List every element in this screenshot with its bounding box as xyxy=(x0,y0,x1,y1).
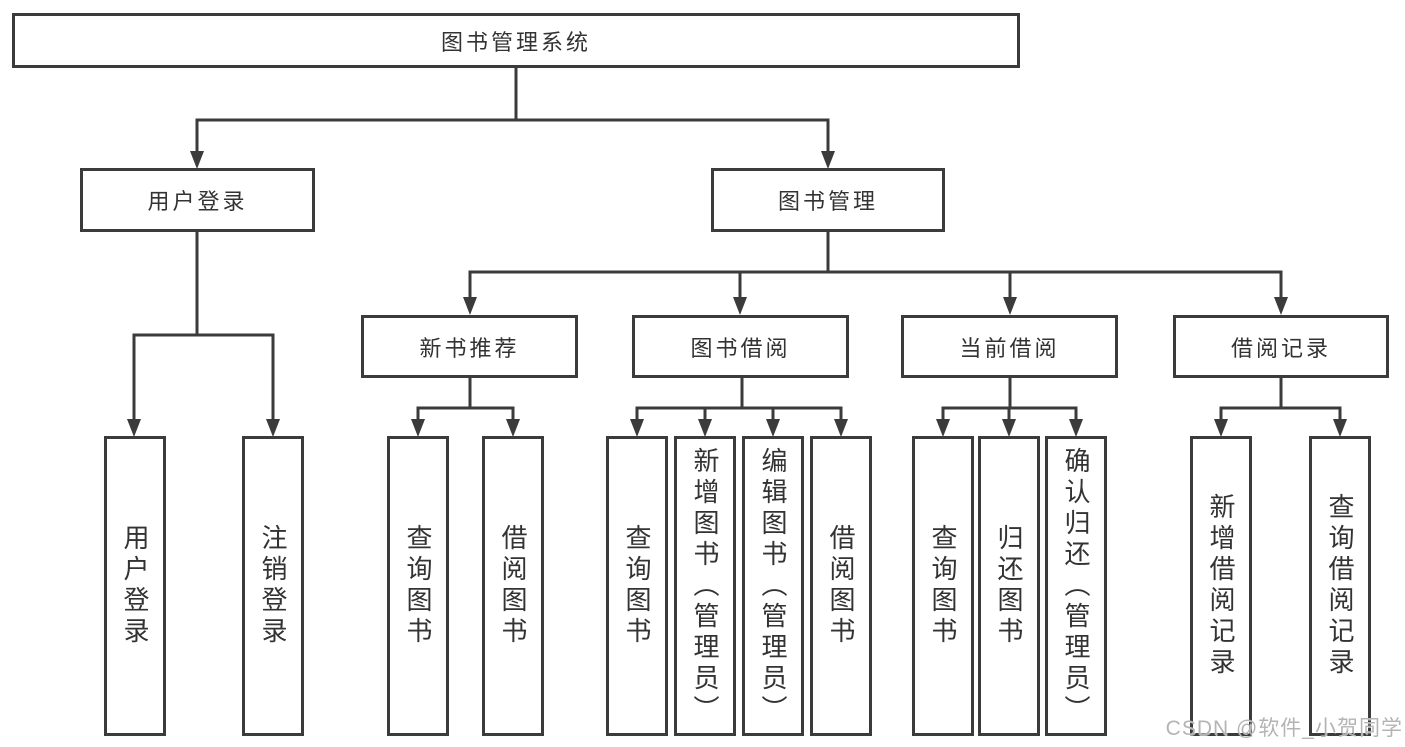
arrow-down-icon xyxy=(411,419,425,437)
leaf-current-query-books: 查询图书 xyxy=(912,436,974,736)
arrow-down-icon xyxy=(766,419,780,437)
leaf-current-return-books: 归还图书 xyxy=(978,436,1040,736)
node-borrow-records-label: 借阅记录 xyxy=(1230,335,1331,361)
node-current-borrow: 当前借阅 xyxy=(901,315,1118,378)
leaf-newbook-borrow-books: 借阅图书 xyxy=(482,436,544,736)
node-book-mgmt-label: 图书管理 xyxy=(777,189,878,214)
node-borrow-records: 借阅记录 xyxy=(1173,315,1389,378)
node-current-borrow-label: 当前借阅 xyxy=(959,335,1060,361)
arrow-down-icon xyxy=(463,297,477,315)
arrow-down-icon xyxy=(698,419,712,437)
leaf-borrow-add-books-admin: 新增图书（管理员） xyxy=(674,436,736,736)
edge-book-mgmt-to-level3 xyxy=(463,232,1288,315)
arrow-down-icon xyxy=(1333,419,1347,437)
node-root: 图书管理系统 xyxy=(12,13,1020,68)
leaf-current-confirm-return-admin: 确认归还（管理员） xyxy=(1045,436,1107,736)
leaf-records-add-record-label: 新增借阅记录 xyxy=(1206,493,1236,679)
arrow-down-icon xyxy=(266,419,280,437)
leaf-borrow-query-books: 查询图书 xyxy=(606,436,668,736)
leaf-borrow-borrow-books: 借阅图书 xyxy=(810,436,872,736)
arrow-down-icon xyxy=(190,151,204,169)
arrow-down-icon xyxy=(1069,419,1083,437)
arrow-down-icon xyxy=(1214,419,1228,437)
node-new-book-rec-label: 新书推荐 xyxy=(419,335,520,361)
node-book-borrow-label: 图书借阅 xyxy=(690,335,791,361)
leaf-logout: 注销登录 xyxy=(242,436,304,736)
leaf-user-login: 用户登录 xyxy=(104,436,166,736)
edge-borrow-records-to-leaves xyxy=(1214,378,1347,437)
edge-current-borrow-to-leaves xyxy=(936,378,1083,437)
leaf-records-add-record: 新增借阅记录 xyxy=(1190,436,1252,736)
edge-new-book-rec-to-leaves xyxy=(411,378,520,437)
arrow-down-icon xyxy=(936,419,950,437)
arrow-down-icon xyxy=(821,151,835,169)
leaf-borrow-edit-books-admin: 编辑图书（管理员） xyxy=(742,436,804,736)
arrow-down-icon xyxy=(506,419,520,437)
edge-root-to-level2 xyxy=(190,67,835,169)
edge-book-borrow-to-leaves xyxy=(630,378,848,437)
leaf-user-login-label: 用户登录 xyxy=(120,524,150,648)
node-book-mgmt: 图书管理 xyxy=(711,168,945,232)
edge-user-login-to-leaves xyxy=(127,232,280,437)
leaf-newbook-query-books: 查询图书 xyxy=(387,436,449,736)
leaf-records-query-record-label: 查询借阅记录 xyxy=(1325,493,1355,679)
node-user-login: 用户登录 xyxy=(80,168,315,232)
leaf-borrow-borrow-books-label: 借阅图书 xyxy=(826,524,856,648)
arrow-down-icon xyxy=(127,419,141,437)
leaf-newbook-borrow-books-label: 借阅图书 xyxy=(498,524,528,648)
arrow-down-icon xyxy=(733,297,747,315)
leaf-current-query-books-label: 查询图书 xyxy=(928,524,958,648)
node-root-label: 图书管理系统 xyxy=(440,29,591,55)
leaf-newbook-query-books-label: 查询图书 xyxy=(403,524,433,648)
arrow-down-icon xyxy=(1274,297,1288,315)
arrow-down-icon xyxy=(1003,297,1017,315)
leaf-borrow-query-books-label: 查询图书 xyxy=(622,524,652,648)
node-user-login-label: 用户登录 xyxy=(147,189,248,214)
arrow-down-icon xyxy=(630,419,644,437)
arrow-down-icon xyxy=(1002,419,1016,437)
leaf-logout-label: 注销登录 xyxy=(258,524,288,648)
leaf-borrow-edit-books-admin-label: 编辑图书（管理员） xyxy=(758,446,788,726)
leaf-borrow-add-books-admin-label: 新增图书（管理员） xyxy=(690,446,720,726)
node-book-borrow: 图书借阅 xyxy=(632,315,849,378)
leaf-current-confirm-return-admin-label: 确认归还（管理员） xyxy=(1061,446,1091,726)
leaf-current-return-books-label: 归还图书 xyxy=(994,524,1024,648)
arrow-down-icon xyxy=(834,419,848,437)
node-new-book-rec: 新书推荐 xyxy=(361,315,578,378)
leaf-records-query-record: 查询借阅记录 xyxy=(1309,436,1371,736)
